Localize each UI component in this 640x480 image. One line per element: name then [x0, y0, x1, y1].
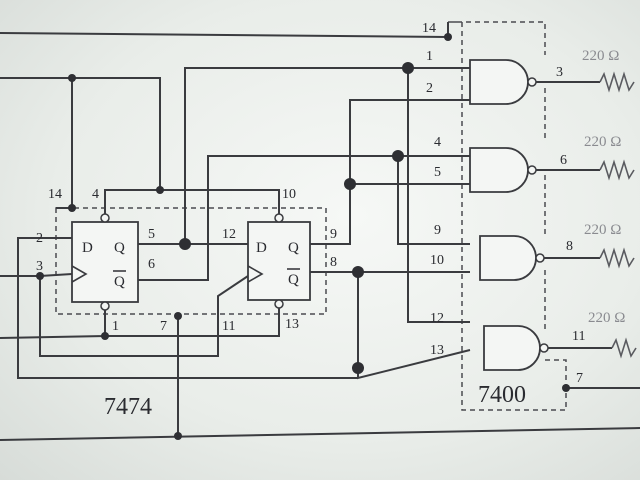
ff1-preset-bubble — [100, 213, 110, 223]
ff1-pin-qbar: 6 — [148, 257, 155, 272]
ff1-d-input — [17, 237, 358, 379]
ff2-clear-bubble — [274, 299, 284, 309]
ff1-pin-vcc: 14 — [48, 187, 62, 202]
q2-wire — [310, 99, 470, 245]
ff1-pin-pre: 4 — [92, 187, 99, 202]
nand-gate-1 — [469, 59, 537, 105]
nand-g4-a: 12 — [430, 311, 444, 326]
ff1-clock-input — [0, 273, 73, 277]
nand-pin-gnd: 7 — [576, 371, 583, 386]
nand-gate-4 — [483, 325, 549, 371]
nand-g4-b: 13 — [430, 343, 444, 358]
ff1-clear-bubble — [100, 301, 110, 311]
preset-bus — [0, 77, 161, 190]
resistor-1-icon — [599, 71, 635, 93]
ff1-clock-triangle — [71, 265, 88, 283]
nand-g3-a — [397, 156, 470, 245]
nand-g2-y: 6 — [560, 153, 567, 168]
ic-7474-outline — [55, 207, 327, 315]
ff2-pin-gnd: 7 — [160, 319, 167, 334]
qbar1-wire — [138, 155, 470, 281]
nand-a-bus — [407, 67, 470, 323]
ff1-pin-clk: 3 — [36, 259, 43, 274]
ff2-preset-bubble — [274, 213, 284, 223]
ff2-clock-triangle — [247, 265, 264, 283]
ff1-d-label: D — [82, 240, 93, 256]
q1-to-nand — [184, 67, 408, 244]
ff1-pin-d: 2 — [36, 231, 43, 246]
ff2-d-label: D — [256, 240, 267, 256]
ff2-pin-qbar: 8 — [330, 255, 337, 270]
ff2-pin-d: 12 — [222, 227, 236, 242]
ff2-pin-q: 9 — [330, 227, 337, 242]
resistor-2-value: 220 Ω — [584, 134, 621, 150]
nand-g3-b: 10 — [430, 253, 444, 268]
resistor-2-icon — [599, 159, 635, 181]
nand-gate-3 — [479, 235, 545, 281]
ic-7400-outline — [448, 21, 567, 411]
resistor-4-value: 220 Ω — [588, 310, 625, 326]
junction-dots — [36, 33, 570, 440]
nand-g1-b: 2 — [426, 81, 433, 96]
ff2-qbar-label: Q — [288, 272, 299, 288]
chip-7400-label: 7400 — [478, 382, 526, 408]
ff2-pin-clr: 13 — [285, 317, 299, 332]
chip-7474-label: 7474 — [104, 394, 152, 420]
resistor-4-icon — [611, 337, 637, 359]
nand-g1-a: 1 — [426, 49, 433, 64]
nand-g3-a: 9 — [434, 223, 441, 238]
nand-g3-y: 8 — [566, 239, 573, 254]
vcc-wire — [0, 32, 449, 38]
ff2-q-label: Q — [288, 240, 299, 256]
ground-wire — [0, 427, 640, 441]
nand-g4-y: 11 — [572, 329, 585, 344]
nand-g2-b: 5 — [434, 165, 441, 180]
ff2-clear-wire — [105, 308, 280, 337]
ff1-pin-q: 5 — [148, 227, 155, 242]
resistor-3-value: 220 Ω — [584, 222, 621, 238]
ff2-pin-pre: 10 — [282, 187, 296, 202]
preset-link — [104, 189, 280, 214]
ff1-pin-clr: 1 — [112, 319, 119, 334]
clock-link — [39, 275, 249, 357]
flip-flop-1-body — [71, 221, 139, 303]
ff2-pin-clk: 11 — [222, 319, 235, 334]
ff1-q-label: Q — [114, 240, 125, 256]
resistor-3-icon — [599, 247, 635, 269]
qbar2-branch — [357, 272, 471, 380]
ff1-qbar-label: Q — [114, 274, 125, 290]
nand-gate-2 — [469, 147, 537, 193]
nand-g1-y: 3 — [556, 65, 563, 80]
nand-pin-vcc: 14 — [422, 21, 436, 36]
flip-flop-2-body — [247, 221, 311, 301]
resistor-1-value: 220 Ω — [582, 48, 619, 64]
nand-g2-a: 4 — [434, 135, 441, 150]
